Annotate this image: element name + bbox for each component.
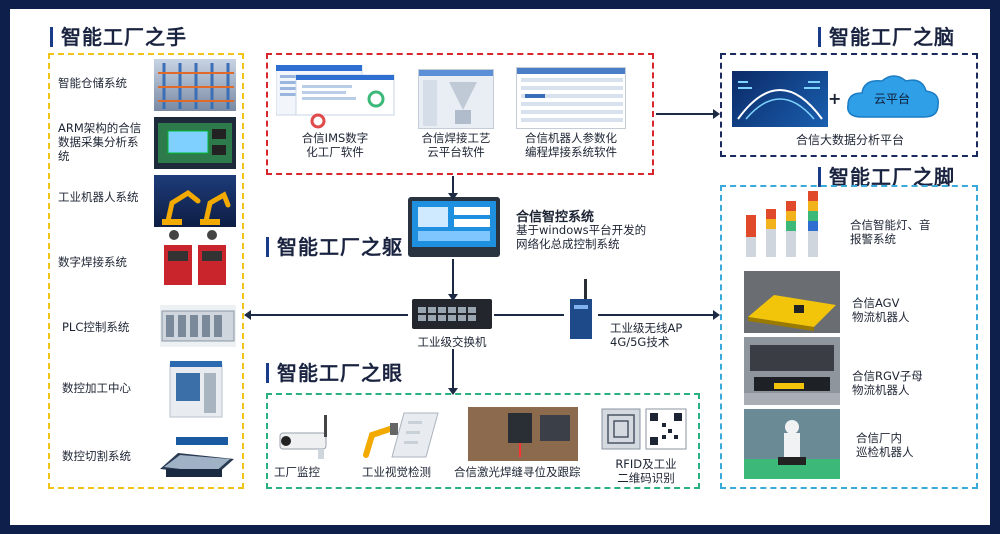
connector-control-switch xyxy=(448,259,458,301)
rgv-image xyxy=(744,337,840,405)
eye-item-label: 工业视觉检测 xyxy=(362,465,431,479)
alarm-light-image xyxy=(740,187,836,263)
wireless-ap-image xyxy=(566,279,596,343)
title-body: 智能工厂之躯 xyxy=(266,231,403,260)
connector-ap-foot xyxy=(598,310,720,320)
software-label: 合信焊接工艺 云平台软件 xyxy=(421,131,491,159)
foot-item-label: 合信AGV 物流机器人 xyxy=(852,296,910,324)
eye-item-label: 合信激光焊缝寻位及跟踪 xyxy=(454,465,581,479)
robot-arm-image xyxy=(154,175,236,227)
cnc-center-image xyxy=(162,359,230,421)
hand-item-label: 数字焊接系统 xyxy=(58,255,127,269)
cloud-platform: 云平台 xyxy=(842,71,942,125)
big-data-screen-image xyxy=(732,71,828,127)
hand-item-label: 智能仓储系统 xyxy=(58,76,127,90)
circuit-board-image xyxy=(154,117,236,169)
diagram-canvas: 智能工厂之手 智能工厂之脑 智能工厂之脚 智能工厂之躯 智能工厂之眼 智能仓储系… xyxy=(10,9,990,525)
vision-inspection-image xyxy=(356,407,440,461)
robot-programming-screenshot xyxy=(516,67,626,129)
switch-label: 工业级交换机 xyxy=(417,335,487,349)
title-brain: 智能工厂之脑 xyxy=(818,21,955,50)
connector-software-control xyxy=(448,176,458,200)
control-desc: 基于windows平台开发的 网络化总成控制系统 xyxy=(516,223,647,251)
eye-item-label: 工厂监控 xyxy=(274,465,320,479)
ap-label: 工业级无线AP 4G/5G技术 xyxy=(610,321,683,349)
agv-image xyxy=(744,271,840,333)
connector-switch-ap xyxy=(494,314,564,316)
ims-software-screenshot xyxy=(276,65,396,131)
brain-panel xyxy=(720,53,978,157)
foot-item-label: 合信智能灯、音 报警系统 xyxy=(850,218,931,246)
eye-panel xyxy=(266,393,700,489)
welding-machine-image xyxy=(160,229,232,291)
foot-panel xyxy=(720,185,978,489)
hand-item-label: PLC控制系统 xyxy=(62,320,130,334)
hand-item-label: ARM架构的合信 数据采集分析系 统 xyxy=(58,121,142,163)
eye-item-label: RFID及工业 二维码识别 xyxy=(615,457,677,485)
software-panel xyxy=(266,53,654,175)
control-panel-image xyxy=(408,197,500,257)
connector-software-brain xyxy=(656,109,720,119)
hand-item-label: 数控切割系统 xyxy=(62,449,131,463)
brain-caption: 合信大数据分析平台 xyxy=(795,133,904,147)
laser-seam-tracking-image xyxy=(468,407,578,461)
software-label: 合信机器人参数化 编程焊接系统软件 xyxy=(525,131,617,159)
title-eye: 智能工厂之眼 xyxy=(266,357,403,386)
foot-item-label: 合信RGV子母 物流机器人 xyxy=(852,369,923,397)
hand-item-label: 数控加工中心 xyxy=(62,381,131,395)
control-title: 合信智控系统 xyxy=(516,210,595,225)
cloud-icon xyxy=(847,75,939,118)
connector-switch-hand xyxy=(244,310,408,320)
welding-cloud-screenshot xyxy=(418,69,494,129)
foot-item-label: 合信厂内 巡检机器人 xyxy=(856,431,914,459)
switch-image xyxy=(412,299,492,329)
surveillance-camera-image xyxy=(274,413,344,461)
software-label: 合信IMS数字 化工厂软件 xyxy=(301,131,369,159)
title-hand: 智能工厂之手 xyxy=(50,21,187,50)
hand-item-label: 工业机器人系统 xyxy=(58,190,139,204)
cutting-machine-image xyxy=(156,429,238,481)
plc-image xyxy=(160,305,236,347)
connector-switch-eye xyxy=(448,349,458,395)
inspection-robot-image xyxy=(744,409,840,479)
warehouse-image xyxy=(154,59,236,111)
plus-sign: + xyxy=(828,89,842,108)
hand-panel xyxy=(48,53,244,489)
rfid-qrcode-image xyxy=(600,405,688,457)
